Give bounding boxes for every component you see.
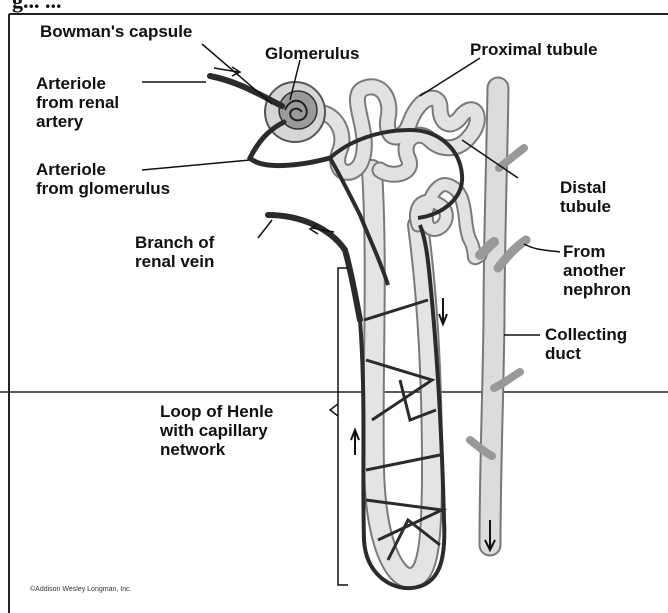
label-arteriole-from-glomerulus: Arteriole from glomerulus bbox=[36, 160, 170, 198]
leader-proximal-tubule bbox=[420, 58, 480, 96]
afferent-flow-arrow bbox=[214, 67, 240, 76]
label-loop-of-henle: Loop of Henle with capillary network bbox=[160, 402, 273, 459]
label-from-another-nephron: From another nephron bbox=[563, 242, 631, 299]
copyright-credit: ©Addison Wesley Longman, Inc. bbox=[30, 586, 132, 593]
label-glomerulus: Glomerulus bbox=[265, 44, 359, 63]
loop-of-henle-bracket bbox=[338, 268, 348, 585]
loop-descending-arrow bbox=[439, 298, 447, 324]
afferent-arteriole bbox=[210, 76, 282, 106]
loop-of-henle-bracket-tip bbox=[330, 404, 338, 416]
label-proximal-tubule: Proximal tubule bbox=[470, 40, 598, 59]
label-collecting-duct: Collecting duct bbox=[545, 325, 627, 363]
label-bowmans-capsule: Bowman's capsule bbox=[40, 22, 192, 41]
loop-ascending-arrow bbox=[351, 430, 359, 455]
leader-from-another-nephron bbox=[524, 244, 560, 252]
leader-branch-of-renal-vein bbox=[258, 220, 272, 238]
label-arteriole-from-renal-artery: Arteriole from renal artery bbox=[36, 74, 119, 131]
label-distal-tubule: Distal tubule bbox=[560, 178, 611, 216]
collecting-duct-fill bbox=[490, 88, 498, 545]
label-branch-of-renal-vein: Branch of renal vein bbox=[135, 233, 214, 271]
